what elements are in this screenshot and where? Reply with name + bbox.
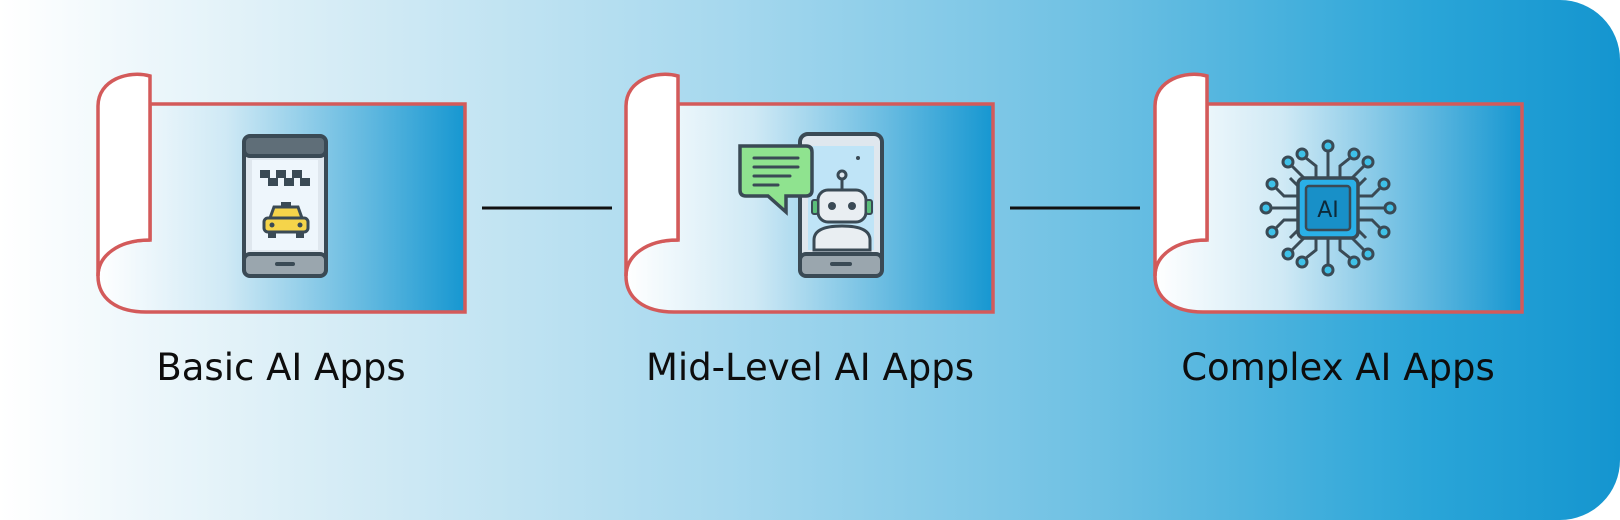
stage-label-basic: Basic AI Apps: [156, 346, 406, 389]
taxi-app-phone-icon: [242, 134, 328, 278]
stage-label-complex: Complex AI Apps: [1181, 346, 1495, 389]
ai-chip-icon: [1259, 139, 1397, 277]
chip-text: AI: [1317, 198, 1339, 223]
chatbot-phone-icon: [738, 132, 884, 278]
stage-label-mid: Mid-Level AI Apps: [645, 346, 974, 389]
